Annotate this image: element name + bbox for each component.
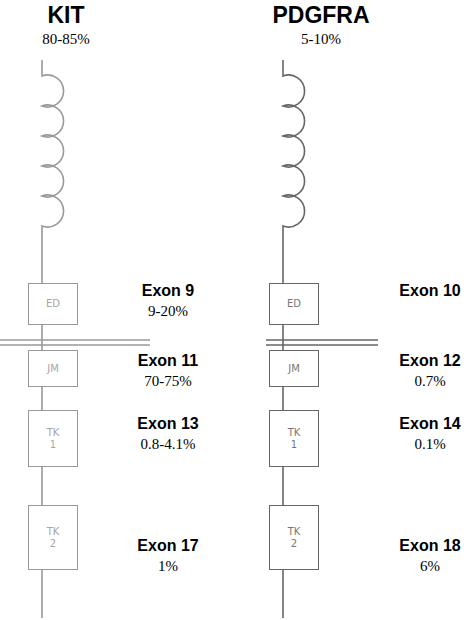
- backbone-connector: [283, 387, 284, 410]
- exon-label: Exon 9: [142, 282, 194, 300]
- backbone-connector: [283, 467, 284, 505]
- backbone-connector: [283, 325, 284, 350]
- connector-line: [282, 467, 284, 505]
- exon-label: Exon 18: [399, 537, 460, 555]
- tk1-domain-box: TK 1: [269, 410, 319, 467]
- kit-percentage: 80-85%: [42, 31, 90, 48]
- connector-line: [41, 325, 43, 350]
- backbone-connector: [42, 467, 43, 505]
- connector-line: [282, 325, 284, 350]
- domain-label: TK 2: [42, 526, 64, 549]
- pdgfra-percentage: 5-10%: [301, 31, 341, 48]
- exon-label: Exon 11: [138, 352, 198, 370]
- tk2-domain-box: TK 2: [28, 505, 78, 570]
- backbone-connector: [42, 325, 43, 350]
- exon-frequency: 0.1%: [414, 436, 445, 453]
- connector-line: [41, 387, 43, 410]
- kit-extracellular-loops: [42, 60, 64, 283]
- tk2-domain-box: TK 2: [269, 505, 319, 570]
- domain-label: ED: [46, 298, 60, 310]
- domain-label: TK 1: [42, 427, 64, 450]
- exon-frequency: 0.8-4.1%: [141, 436, 196, 453]
- exon-frequency: 0.7%: [414, 373, 445, 390]
- exon-label: Exon 14: [399, 415, 460, 433]
- pdgfra-extracellular-loops: [283, 60, 305, 283]
- domain-label: JM: [288, 363, 300, 375]
- kit-title: KIT: [47, 2, 84, 29]
- connector-line: [282, 387, 284, 410]
- kit-membrane: [0, 344, 150, 346]
- tk1-domain-box: TK 1: [28, 410, 78, 467]
- ed-domain-box: ED: [28, 283, 78, 325]
- domain-label: ED: [287, 298, 301, 310]
- ed-domain-box: ED: [269, 283, 319, 325]
- connector-line: [41, 467, 43, 505]
- backbone-connector: [42, 387, 43, 410]
- kit-tail: [41, 570, 43, 618]
- exon-label: Exon 12: [399, 352, 460, 370]
- pdgfra-tail: [282, 570, 284, 618]
- exon-frequency: 6%: [420, 558, 440, 575]
- domain-label: TK 1: [283, 427, 305, 450]
- exon-frequency: 70-75%: [144, 373, 192, 390]
- exon-label: Exon 10: [399, 282, 460, 300]
- jm-domain-box: JM: [28, 350, 78, 387]
- domain-label: TK 2: [283, 526, 305, 549]
- exon-frequency: 1%: [158, 558, 178, 575]
- domain-label: JM: [47, 363, 59, 375]
- pdgfra-title: PDGFRA: [272, 2, 369, 29]
- jm-domain-box: JM: [269, 350, 319, 387]
- exon-label: Exon 17: [137, 537, 198, 555]
- exon-frequency: 9-20%: [148, 303, 188, 320]
- exon-label: Exon 13: [137, 415, 198, 433]
- kit-membrane: [0, 339, 150, 341]
